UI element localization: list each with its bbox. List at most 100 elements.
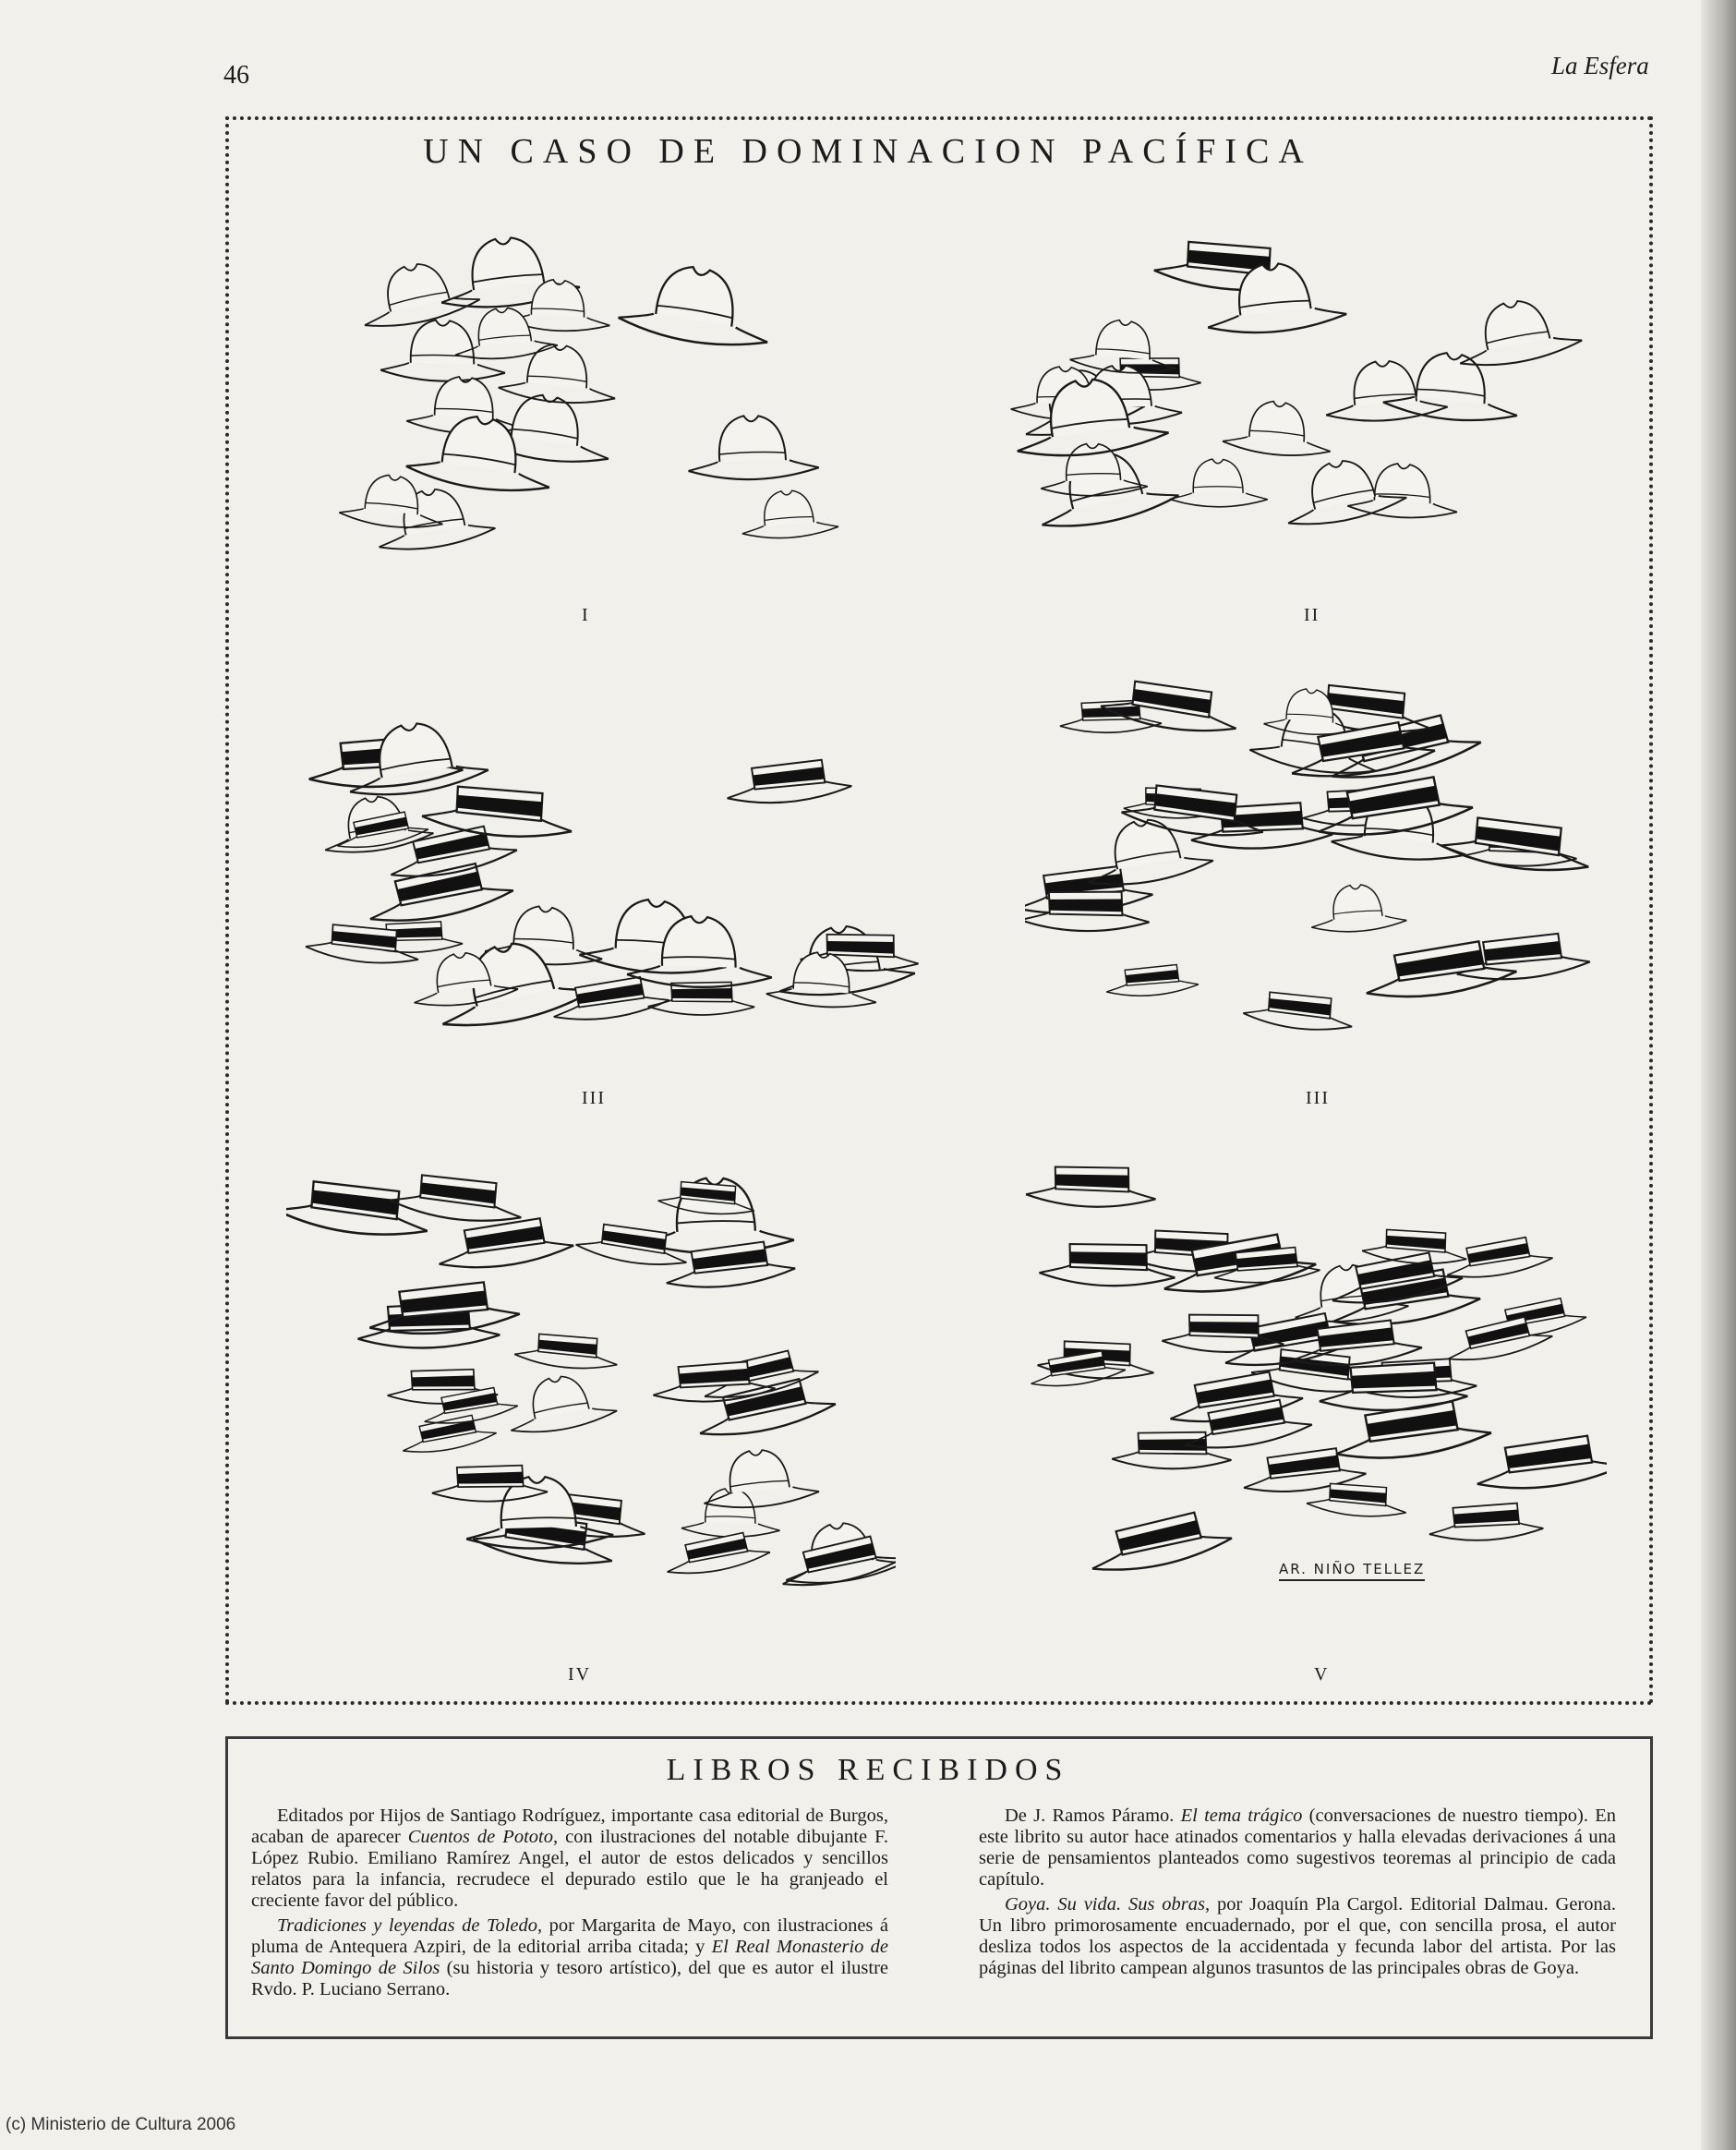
cartoon-panel-5 [286, 1141, 896, 1602]
running-head: La Esfera [1551, 52, 1649, 79]
hat-sketch [1319, 1361, 1468, 1412]
hat-sketch [1347, 463, 1458, 519]
hat-sketch [1100, 680, 1237, 732]
hat-sketch [1306, 1482, 1406, 1517]
hat-sketch [667, 1531, 771, 1575]
hat-sketch [1025, 864, 1153, 914]
hat-sketch [414, 951, 519, 1007]
hat-sketch [455, 307, 559, 360]
hat-sketch [1243, 1447, 1367, 1492]
hat-sketch [1263, 688, 1356, 736]
hat-sketch [1311, 884, 1407, 933]
hat-sketch [337, 811, 429, 849]
hat-sketch [513, 1333, 618, 1370]
hat-sketch [1361, 1228, 1467, 1264]
hat-sketch [1169, 458, 1269, 508]
hat-sketch [1287, 460, 1407, 525]
hat-sketch [465, 1475, 614, 1550]
hat-sketch [1332, 1251, 1464, 1304]
hat-sketch [681, 1488, 780, 1539]
hats-drawing-5 [286, 1174, 896, 1587]
hat-sketch [1017, 378, 1170, 457]
hat-sketch [338, 474, 443, 528]
hat-sketch [575, 1223, 687, 1265]
hat-sketch [617, 265, 768, 346]
hat-sketch [766, 951, 877, 1009]
panel-numeral-5: IV [568, 1664, 592, 1685]
cartoon-panel-4 [1025, 660, 1597, 1057]
books-box [225, 1736, 1653, 2039]
hat-sketch [1185, 1398, 1313, 1449]
hat-sketch [1039, 1242, 1175, 1287]
hat-sketch [364, 263, 481, 327]
hat-sketch [1025, 890, 1150, 933]
hat-sketch [1041, 442, 1149, 497]
hat-sketch [1325, 359, 1449, 422]
cartoon-panel-2 [997, 208, 1588, 577]
hats-drawing-1 [338, 236, 839, 550]
hat-sketch [1222, 400, 1332, 456]
hat-sketch [1447, 1315, 1553, 1361]
hat-sketch [1025, 1166, 1156, 1208]
main-title: UN CASO DE DOMINACION PACÍFICA [423, 132, 1313, 171]
books-paragraph: Tradiciones y leyendas de Toledo, por Ma… [251, 1915, 889, 1999]
hat-sketch [424, 1386, 519, 1424]
hat-sketch [800, 933, 919, 972]
hat-sketch [666, 1240, 796, 1288]
hat-sketch [1031, 1350, 1127, 1387]
cartoon-panel-1 [332, 208, 886, 577]
hat-sketch [439, 1217, 574, 1269]
hats-drawing-4 [1025, 680, 1591, 1031]
panel-numeral-4: III [1306, 1088, 1330, 1108]
hat-sketch [1069, 319, 1176, 374]
hat-sketch [1213, 1246, 1320, 1284]
hat-sketch [626, 914, 773, 989]
hat-sketch [390, 825, 518, 877]
hats-drawing-2 [1010, 240, 1583, 527]
hat-sketch [653, 1360, 777, 1403]
page-number: 46 [223, 61, 249, 90]
hat-sketch [1332, 1268, 1481, 1326]
hats-drawing-6 [1025, 1166, 1607, 1571]
hat-sketch [1242, 991, 1353, 1031]
hat-sketch [498, 343, 616, 405]
hat-sketch [1477, 1434, 1607, 1490]
hat-sketch [1091, 1511, 1233, 1571]
hat-sketch [431, 1464, 549, 1503]
hat-sketch [1207, 262, 1347, 334]
hat-sketch [1106, 963, 1200, 996]
hat-sketch [553, 975, 670, 1021]
panel-numeral-2: II [1304, 605, 1320, 625]
hat-sketch [699, 1377, 837, 1436]
copyright-notice: (c) Ministerio de Cultura 2006 [6, 2115, 236, 2134]
books-column-left: Editados por Hijos de Santiago Rodríguez… [251, 1806, 888, 2004]
hat-sketch [782, 1535, 896, 1587]
hat-sketch [727, 758, 852, 804]
hat-sketch [1088, 818, 1214, 886]
hat-sketch [389, 1174, 522, 1222]
books-paragraph: De J. Ramos Páramo. El tema trágico (con… [979, 1806, 1617, 1890]
cartoon-panel-3 [305, 660, 933, 1057]
hat-sketch [1162, 1313, 1284, 1353]
hat-sketch [286, 1180, 428, 1236]
hats-drawing-3 [305, 722, 919, 1027]
books-title: LIBROS RECIBIDOS [666, 1753, 1070, 1787]
hat-sketch [305, 924, 419, 964]
hat-sketch [657, 1180, 755, 1215]
hat-sketch [369, 862, 514, 922]
artist-signature: AR. NIÑO TELLEZ [1279, 1561, 1426, 1581]
hat-sketch [368, 1281, 521, 1335]
hat-sketch [704, 1449, 820, 1509]
hat-sketch [741, 489, 839, 539]
hat-sketch [511, 1375, 618, 1433]
hat-sketch [1429, 1502, 1544, 1541]
books-column-right: De J. Ramos Páramo. El tema trágico (con… [979, 1806, 1616, 1983]
hat-sketch [1059, 699, 1163, 734]
panel-numeral-1: I [582, 605, 590, 625]
hat-sketch [1170, 1371, 1304, 1423]
hat-sketch [1291, 720, 1436, 778]
hat-sketch [1111, 1431, 1232, 1470]
hat-sketch [405, 415, 550, 492]
hat-sketch [688, 415, 820, 481]
panel-numeral-3: III [582, 1088, 606, 1108]
